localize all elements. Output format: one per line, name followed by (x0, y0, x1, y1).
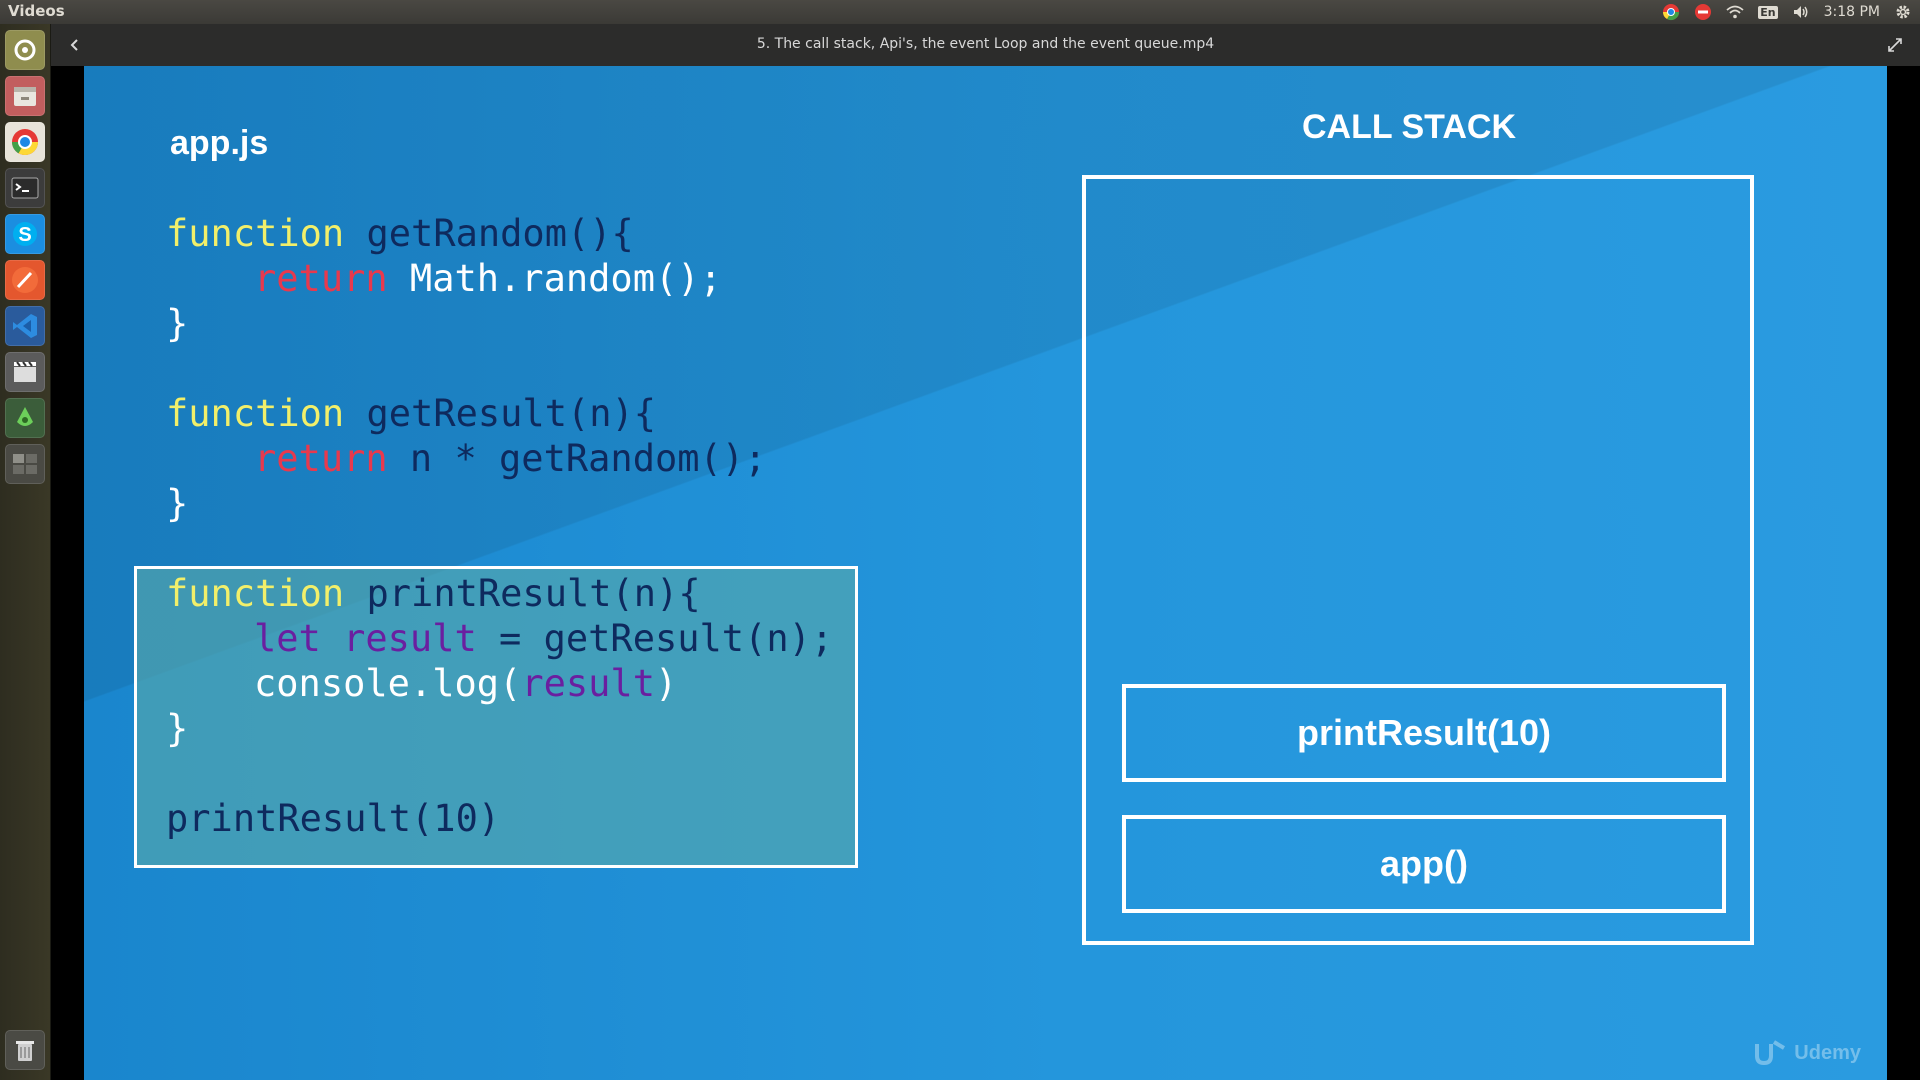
video-editor-icon[interactable] (5, 352, 45, 392)
gear-icon[interactable] (1894, 3, 1912, 21)
code-line: return Math.random(); (254, 256, 722, 301)
code-expression: ) (654, 662, 678, 705)
terminal-icon[interactable] (5, 168, 45, 208)
code-line: printResult(10) (166, 796, 500, 841)
function-signature: getRandom(){ (344, 212, 634, 255)
code-expression: = getResult(n); (476, 617, 834, 660)
code-line: } (166, 301, 188, 346)
workspace-icon[interactable] (5, 444, 45, 484)
keyword-let: let (254, 617, 321, 660)
trash-icon[interactable] (5, 1030, 45, 1070)
volume-icon[interactable] (1792, 3, 1810, 21)
closing-brace: } (166, 707, 189, 750)
variable-name: result (521, 662, 655, 705)
code-expression: n * getRandom(); (387, 437, 767, 480)
back-button[interactable] (61, 32, 89, 58)
call-stack-container: printResult(10) app() (1082, 175, 1754, 945)
app-title: Videos (8, 2, 65, 20)
code-expression: console.log( (254, 662, 522, 705)
keyword-function: function (166, 392, 345, 435)
code-line: function getRandom(){ (166, 211, 634, 256)
variable-name: result (320, 617, 477, 660)
keyword-function: function (166, 572, 345, 615)
chrome-icon[interactable] (5, 122, 45, 162)
function-signature: getResult(n){ (344, 392, 657, 435)
code-line: } (166, 481, 188, 526)
expand-icon (1888, 38, 1902, 52)
keyboard-layout-indicator[interactable]: En (1758, 5, 1778, 19)
no-entry-tray-icon[interactable] (1694, 3, 1712, 21)
video-title: 5. The call stack, Api's, the event Loop… (756, 36, 1215, 52)
watermark-text: Udemy (1794, 1041, 1861, 1064)
top-panel: Videos En 3:18 PM (0, 0, 1920, 24)
fullscreen-button[interactable] (1884, 34, 1906, 56)
chevron-left-icon (70, 39, 78, 51)
clock[interactable]: 3:18 PM (1823, 4, 1880, 20)
launcher: S (0, 24, 51, 1080)
code-line: function getResult(n){ (166, 391, 656, 436)
brush-icon[interactable] (5, 260, 45, 300)
function-signature: printResult(n){ (344, 572, 701, 615)
code-line: } (166, 706, 188, 751)
video-header-bar: 5. The call stack, Api's, the event Loop… (51, 24, 1920, 66)
udemy-watermark: Udemy (1754, 1040, 1861, 1066)
skype-icon[interactable]: S (5, 214, 45, 254)
function-call: printResult(10) (166, 797, 501, 840)
code-line: console.log(result) (254, 661, 677, 706)
closing-brace: } (166, 302, 189, 345)
highlighted-code-block (134, 566, 858, 868)
wifi-icon[interactable] (1726, 3, 1744, 21)
vscode-icon[interactable] (5, 306, 45, 346)
udemy-logo-icon (1755, 1040, 1786, 1066)
files-icon[interactable] (5, 76, 45, 116)
svg-text:S: S (18, 224, 31, 246)
code-expression: Math.random(); (387, 257, 722, 300)
keyword-return: return (254, 437, 388, 480)
slide-file-name: app.js (170, 124, 269, 162)
dash-home-icon[interactable] (5, 30, 45, 70)
keyword-function: function (166, 212, 345, 255)
chrome-tray-icon[interactable] (1662, 3, 1680, 21)
call-stack-title: CALL STACK (1301, 108, 1517, 146)
system-tray: En 3:18 PM (1662, 0, 1912, 24)
code-line: function printResult(n){ (166, 571, 701, 616)
video-frame[interactable]: app.js function getRandom(){ return Math… (84, 66, 1887, 1080)
stack-frame: app() (1122, 815, 1726, 913)
android-icon[interactable] (5, 398, 45, 438)
closing-brace: } (166, 482, 189, 525)
code-line: let result = getResult(n); (254, 616, 833, 661)
stack-frame: printResult(10) (1122, 684, 1726, 782)
code-line: return n * getRandom(); (254, 436, 766, 481)
keyword-return: return (254, 257, 388, 300)
